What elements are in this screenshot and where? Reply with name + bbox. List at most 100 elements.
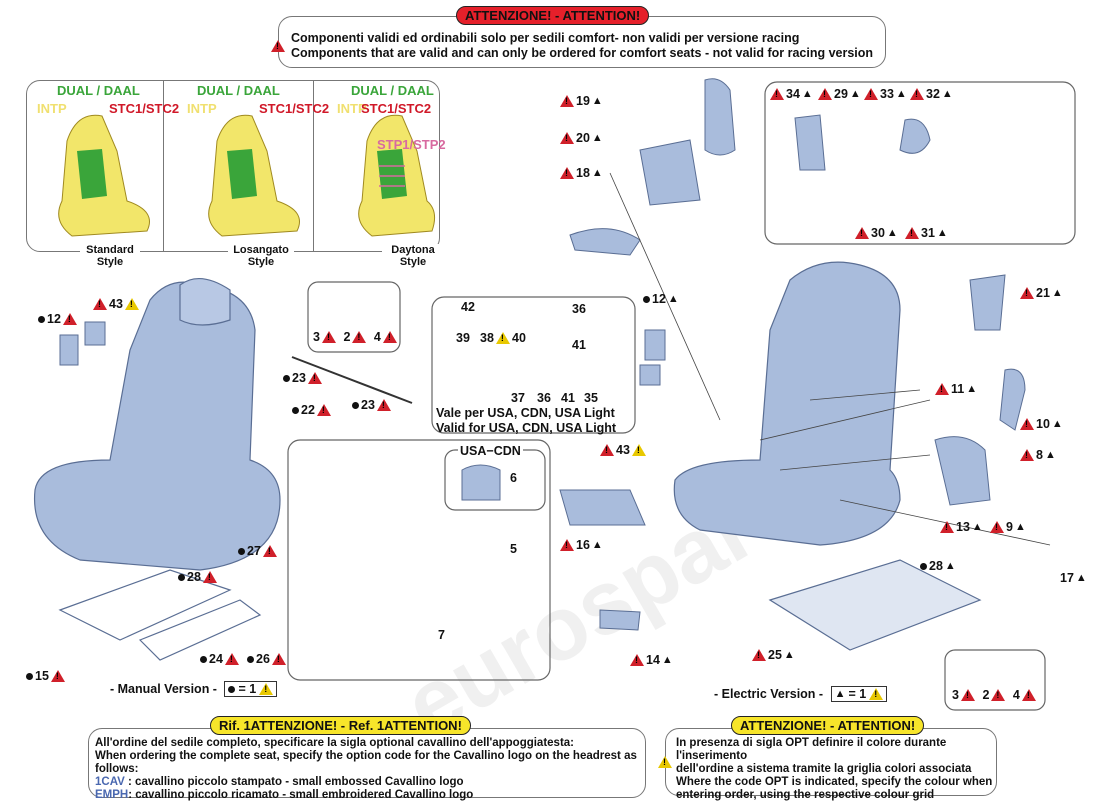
callout-21[interactable]: 21▲ [1020,286,1063,300]
ref1-code2-line: EMPH: cavallino piccolo ricamato - small… [95,789,474,801]
callout-7[interactable]: 7 [438,628,445,642]
label-dual-3: DUAL / DAAL [351,83,434,98]
callout-17[interactable]: 17▲ [1060,571,1087,585]
callout-23-b[interactable]: 23 [352,398,391,412]
callout-28-right[interactable]: 28▲ [920,559,956,573]
label-stc-2: STC1/STC2 [259,101,330,116]
inset-box-belt [287,439,551,681]
inset-num-42: 42 [461,300,475,314]
electric-frame-drawing [768,559,982,651]
manual-rails-drawing [58,569,262,661]
callout-9[interactable]: 9▲ [990,520,1026,534]
part-12-left [59,334,79,366]
callout-33[interactable]: 33▲ [864,87,907,101]
callout-12-left[interactable]: 12 [38,312,77,326]
label-intp-2: INTP [187,101,217,116]
label-intp-3: INTP [337,101,367,116]
callout-16[interactable]: 16▲ [560,538,603,552]
styles-box: DUAL / DAAL INTP STC1/STC2 DUAL / DAAL I… [26,80,446,252]
ref1-code1-line: 1CAV : cavallino piccolo stampato - smal… [95,776,464,788]
inset-num-40: 40 [512,331,526,345]
part-43-center [639,364,661,386]
callout-3-2-4-top[interactable]: 3 2 4 [313,330,397,344]
label-dual-1: DUAL / DAAL [57,83,140,98]
part-34 [794,114,826,171]
callout-26[interactable]: 26 [247,652,286,666]
opt-line2: dell'ordine a sistema tramite la griglia… [676,763,972,775]
rod-23 [291,356,413,404]
callout-31[interactable]: 31▲ [905,226,948,240]
callout-19[interactable]: 19▲ [560,94,603,108]
backrest-cover-part [704,78,736,156]
inset-num-37: 37 [511,391,525,405]
callout-30[interactable]: 30▲ [855,226,898,240]
label-stp: STP1/STP2 [377,137,446,152]
inset-num-39: 39 [456,331,470,345]
callout-24[interactable]: 24 [200,652,239,666]
callout-34[interactable]: 34▲ [770,87,813,101]
usa-cdn-label: USA−CDN [458,444,523,458]
callout-8[interactable]: 8▲ [1020,448,1056,462]
warning-yellow-icon [658,756,672,768]
top-notice-title: ATTENZIONE! - ATTENTION! [456,6,650,25]
part-6 [461,464,501,501]
inset-num-36a: 36 [572,302,586,316]
part-43-left [84,321,106,346]
callout-12-center[interactable]: 12▲ [643,292,679,306]
callout-27[interactable]: 27 [238,544,277,558]
callout-29[interactable]: 29▲ [818,87,861,101]
callout-25[interactable]: 25▲ [752,648,795,662]
inset-box-3-2-4-top [307,281,401,353]
label-stc-1: STC1/STC2 [109,101,180,116]
electric-seat-drawing [673,261,901,546]
opt-notice-box: In presenza di sigla OPT definire il col… [658,728,997,801]
callout-3-2-4-bottom[interactable]: 3 2 4 [952,688,1036,702]
callout-22[interactable]: 22 [292,403,331,417]
lumbar-part [569,228,641,256]
inset-num-41b: 41 [561,391,575,405]
ref1-line1: All'ordine del sedile completo, specific… [95,737,575,749]
inset-box-usa [431,296,636,434]
callout-23-a[interactable]: 23 [283,371,322,385]
callout-43-center[interactable]: 43 [600,443,646,457]
part-21 [969,274,1006,331]
warning-yellow-icon [495,332,510,344]
callout-20[interactable]: 20▲ [560,131,603,145]
part-8-13 [934,436,991,506]
manual-seat-drawing [33,278,281,571]
inset-num-36b: 36 [537,391,551,405]
style-seats-drawing [58,114,436,237]
callout-18[interactable]: 18▲ [560,166,603,180]
callout-15[interactable]: 15 [26,669,65,683]
ref1-notice-title: Rif. 1ATTENZIONE! - Ref. 1ATTENTION! [210,716,471,735]
callout-13[interactable]: 13▲ [940,520,983,534]
callout-28-left[interactable]: 28 [178,570,217,584]
callout-6[interactable]: 6 [510,471,517,485]
label-dual-2: DUAL / DAAL [197,83,280,98]
inset-num-41a: 41 [572,338,586,352]
opt-line1: In presenza di sigla OPT definire il col… [676,737,947,762]
top-notice-text: Componenti validi ed ordinabili solo per… [291,31,873,61]
callout-32[interactable]: 32▲ [910,87,953,101]
label-stc-3: STC1/STC2 [361,101,432,116]
callout-10[interactable]: 10▲ [1020,417,1063,431]
opt-line3: Where the code OPT is indicated, specify… [676,776,993,788]
callout-11[interactable]: 11▲ [935,382,977,396]
electric-motor-part [639,139,701,206]
electric-version-legend: - Electric Version - ▲= 1 [714,686,888,702]
label-intp-1: INTP [37,101,67,116]
callout-14[interactable]: 14▲ [630,653,673,667]
notice-line-it: Componenti validi ed ordinabili solo per… [291,31,800,45]
part-14 [599,609,641,631]
ref1-notice-box: All'ordine del sedile completo, specific… [88,728,646,801]
callout-5[interactable]: 5 [510,542,517,556]
part-10 [999,368,1026,431]
ref1-line2: When ordering the complete seat, specify… [95,750,637,775]
notice-line-en: Components that are valid and can only b… [291,46,874,60]
inset-box-right [764,81,1076,245]
callout-43-left[interactable]: 43 [93,297,139,311]
